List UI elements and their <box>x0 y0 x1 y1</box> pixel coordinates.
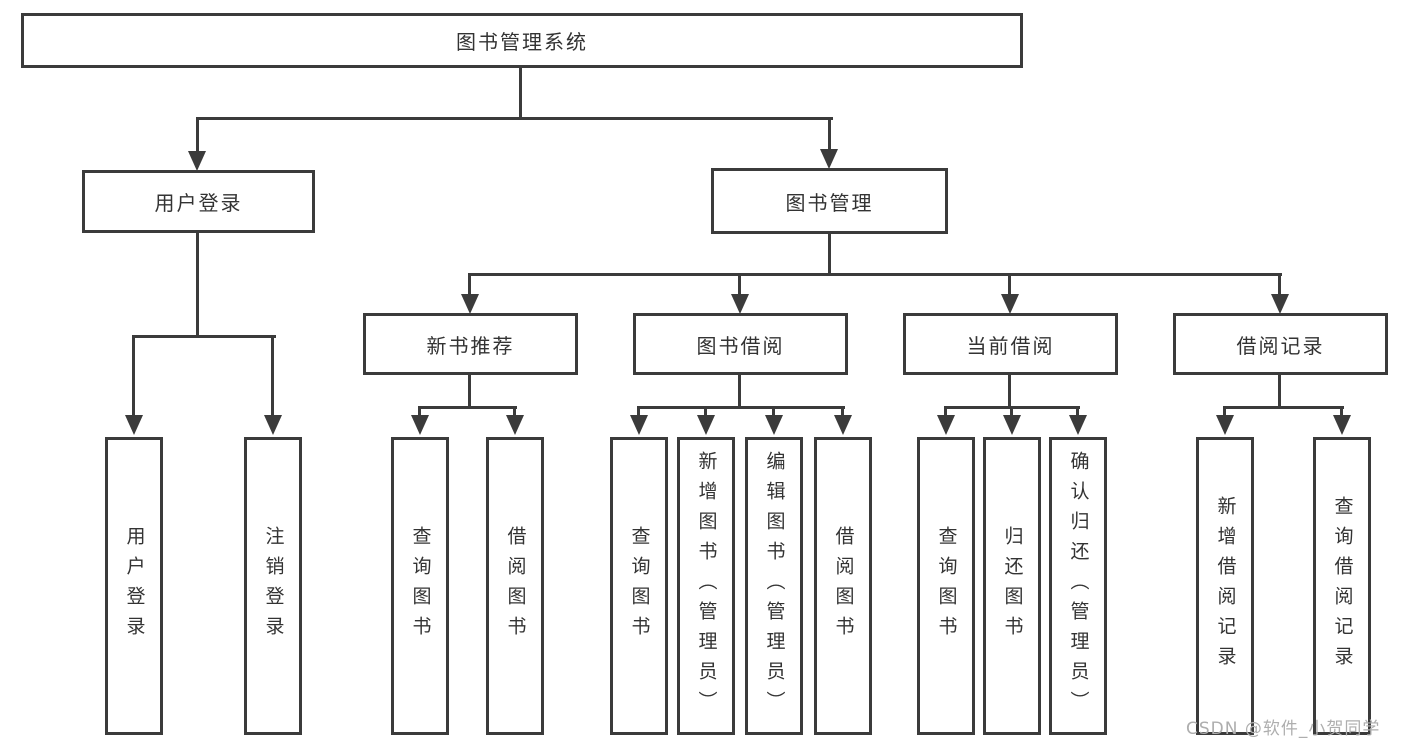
node-borrow-records: 借阅记录 <box>1173 313 1388 375</box>
arrow-down-icon <box>264 415 282 435</box>
node-edit-books-admin: 编辑图书（管理员） <box>745 437 803 735</box>
node-add-borrow-record: 新增借阅记录 <box>1196 437 1254 735</box>
connector-line <box>738 273 741 297</box>
node-user-login-module: 用户登录 <box>82 170 315 233</box>
connector-line <box>828 117 831 152</box>
arrow-down-icon <box>697 415 715 435</box>
connector-line <box>418 406 421 419</box>
connector-line <box>738 375 741 409</box>
connector-line <box>1223 406 1226 419</box>
csdn-watermark: CSDN @软件_小贺同学 <box>1186 719 1381 739</box>
arrow-down-icon <box>731 294 749 314</box>
arrow-down-icon <box>188 151 206 171</box>
connector-line <box>418 406 517 409</box>
arrow-down-icon <box>461 294 479 314</box>
arrow-down-icon <box>820 149 838 169</box>
connector-line <box>1278 375 1281 409</box>
connector-line <box>637 406 845 409</box>
arrow-down-icon <box>411 415 429 435</box>
node-query-books-current: 查询图书 <box>917 437 975 735</box>
node-confirm-return-admin: 确认归还（管理员） <box>1049 437 1107 735</box>
arrow-down-icon <box>630 415 648 435</box>
connector-line <box>1076 406 1079 419</box>
node-book-management: 图书管理 <box>711 168 948 234</box>
connector-line <box>1008 273 1011 297</box>
connector-line <box>1010 406 1013 419</box>
arrow-down-icon <box>125 415 143 435</box>
connector-line <box>1223 406 1344 409</box>
connector-line <box>704 406 707 419</box>
node-borrow-books-recommend: 借阅图书 <box>486 437 544 735</box>
arrow-down-icon <box>1333 415 1351 435</box>
connector-line <box>637 406 640 419</box>
node-book-borrowing: 图书借阅 <box>633 313 848 375</box>
connector-line <box>1008 375 1011 409</box>
arrow-down-icon <box>1001 294 1019 314</box>
node-user-login: 用户登录 <box>105 437 163 735</box>
arrow-down-icon <box>1003 415 1021 435</box>
connector-line <box>1278 273 1281 297</box>
connector-line <box>271 335 274 418</box>
node-query-books-recommend: 查询图书 <box>391 437 449 735</box>
node-root-library-system: 图书管理系统 <box>21 13 1023 68</box>
arrow-down-icon <box>506 415 524 435</box>
connector-line <box>196 117 833 120</box>
node-borrow-books: 借阅图书 <box>814 437 872 735</box>
arrow-down-icon <box>1216 415 1234 435</box>
connector-line <box>468 375 471 409</box>
arrow-down-icon <box>1069 415 1087 435</box>
node-query-books-borrowing: 查询图书 <box>610 437 668 735</box>
node-new-book-recommend: 新书推荐 <box>363 313 578 375</box>
connector-line <box>1340 406 1343 419</box>
arrow-down-icon <box>1271 294 1289 314</box>
connector-line <box>132 335 276 338</box>
node-logout: 注销登录 <box>244 437 302 735</box>
node-current-borrowing: 当前借阅 <box>903 313 1118 375</box>
connector-line <box>196 233 199 337</box>
connector-line <box>519 68 522 119</box>
arrow-down-icon <box>937 415 955 435</box>
arrow-down-icon <box>765 415 783 435</box>
node-add-books-admin: 新增图书（管理员） <box>677 437 735 735</box>
connector-line <box>841 406 844 419</box>
connector-line <box>468 273 471 297</box>
node-query-borrow-record: 查询借阅记录 <box>1313 437 1371 735</box>
connector-line <box>468 273 1282 276</box>
connector-line <box>944 406 947 419</box>
connector-line <box>132 335 135 418</box>
connector-line <box>513 406 516 419</box>
connector-line <box>772 406 775 419</box>
arrow-down-icon <box>834 415 852 435</box>
connector-line <box>828 234 831 275</box>
connector-line <box>196 117 199 154</box>
node-return-books: 归还图书 <box>983 437 1041 735</box>
